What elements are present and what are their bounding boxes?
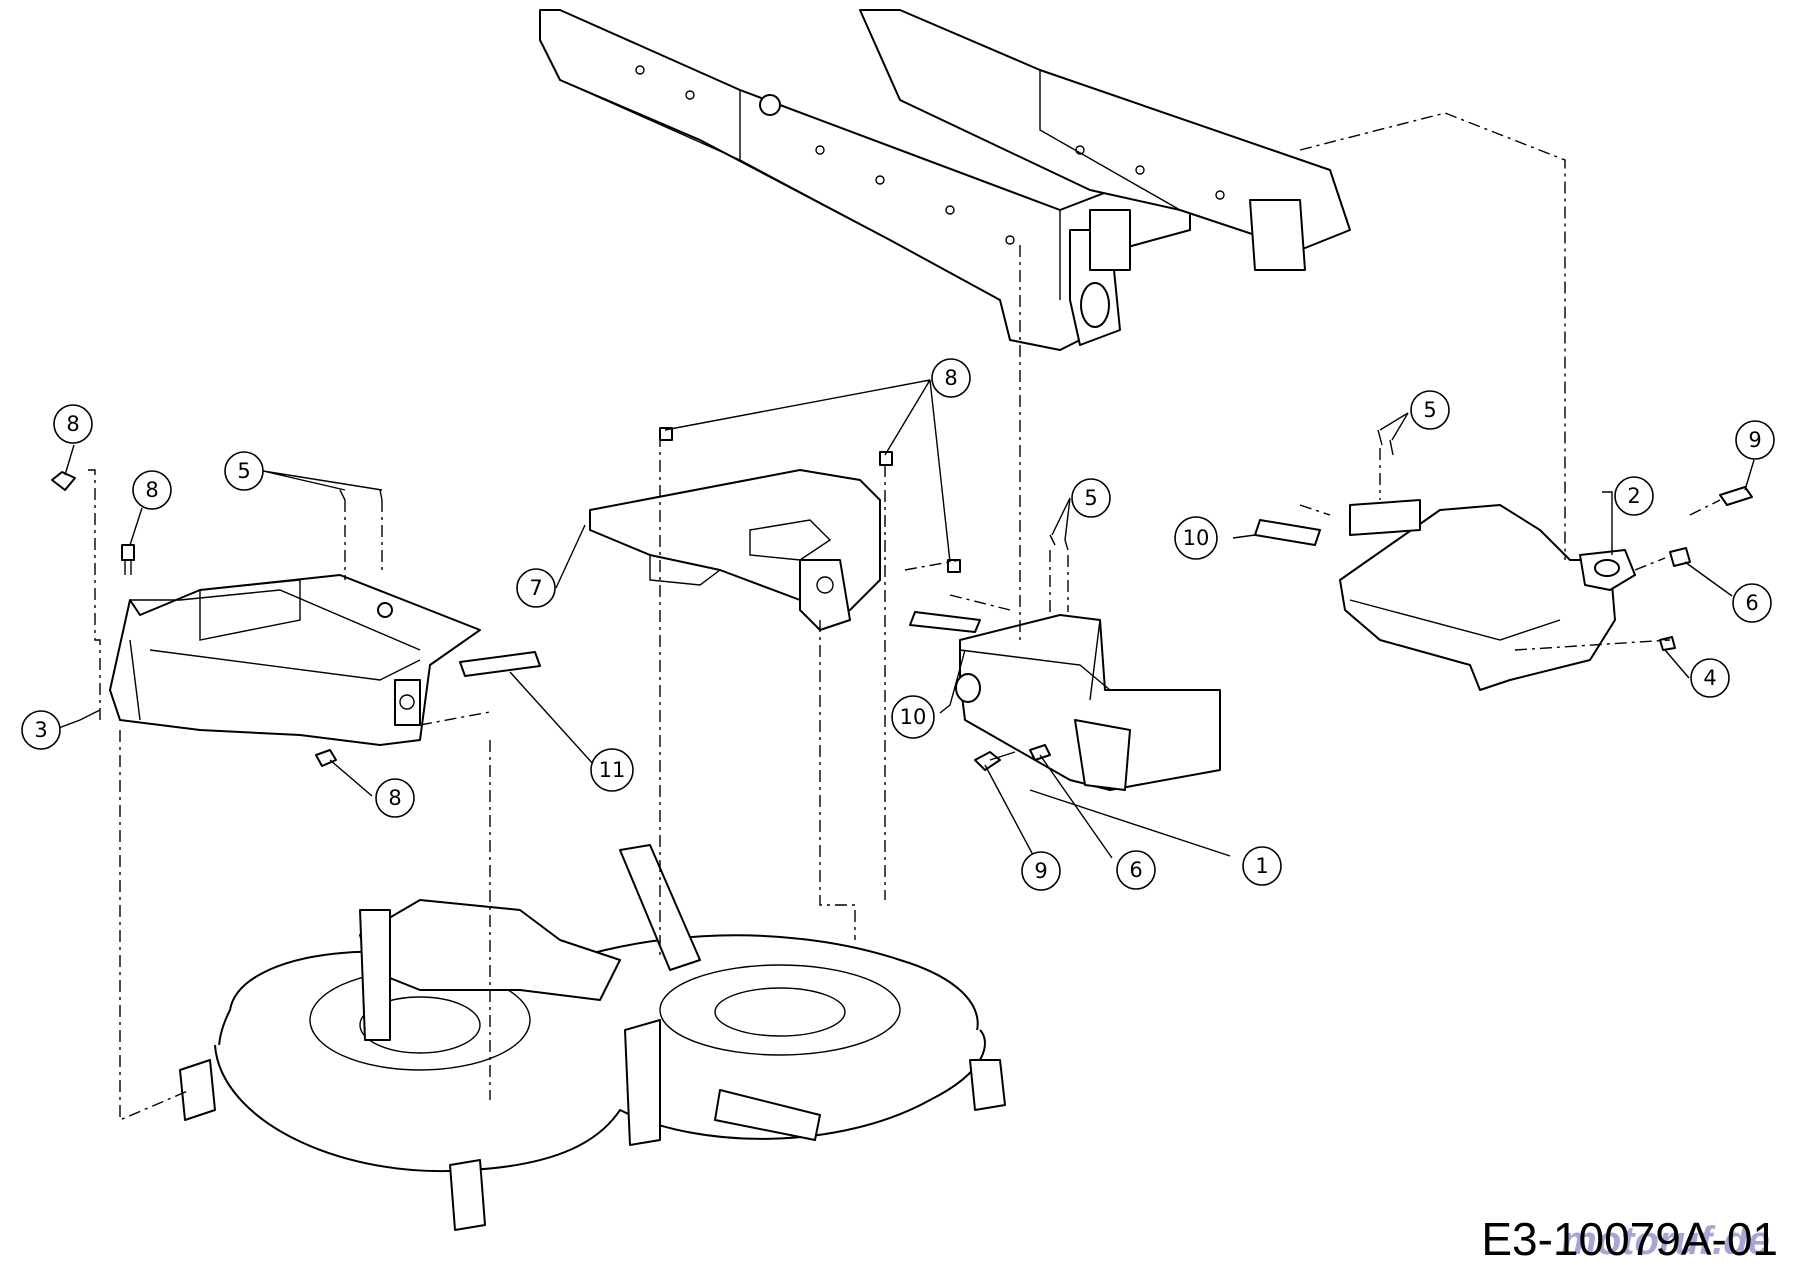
callout-5-left: 5 (224, 451, 264, 491)
callout-7: 7 (516, 568, 556, 608)
callout-6-right: 6 (1732, 583, 1772, 623)
mower-deck (179, 844, 1006, 1231)
callout-8-top: 8 (931, 358, 971, 398)
callout-4: 4 (1690, 658, 1730, 698)
callout-9-middle: 9 (1021, 851, 1061, 891)
svg-text:8: 8 (66, 412, 79, 436)
svg-text:11: 11 (599, 758, 626, 782)
svg-text:5: 5 (237, 459, 250, 483)
callout-11: 11 (590, 748, 634, 792)
svg-text:4: 4 (1703, 666, 1716, 690)
callout-5-right: 5 (1410, 390, 1450, 430)
svg-text:2: 2 (1627, 484, 1640, 508)
svg-text:9: 9 (1034, 859, 1047, 883)
callout-10-right: 10 (1174, 516, 1218, 560)
hardware-bolts (51, 427, 1753, 771)
drawing-code: E3-10079A-01 (1481, 1213, 1778, 1265)
svg-text:6: 6 (1129, 858, 1142, 882)
part-7-center-belt-guard (589, 469, 881, 631)
part-1-front-cover (909, 611, 1221, 791)
callouts: 1 2 3 4 5 5 5 6 6 7 8 8 8 8 9 9 10 10 11 (21, 358, 1775, 891)
svg-text:8: 8 (944, 366, 957, 390)
svg-text:6: 6 (1745, 591, 1758, 615)
svg-text:7: 7 (529, 576, 542, 600)
svg-text:5: 5 (1084, 486, 1097, 510)
part-2-right-belt-cover (1254, 499, 1636, 691)
watermark: motoruf.de (1561, 1219, 1770, 1263)
svg-text:3: 3 (34, 718, 47, 742)
svg-text:10: 10 (900, 705, 927, 729)
svg-text:8: 8 (145, 478, 158, 502)
callout-6-middle: 6 (1116, 850, 1156, 890)
callout-10-middle: 10 (891, 695, 935, 739)
part-3-left-belt-cover (109, 574, 541, 746)
svg-text:1: 1 (1255, 854, 1268, 878)
svg-text:5: 5 (1423, 398, 1436, 422)
callout-5-middle: 5 (1071, 478, 1111, 518)
callout-3: 3 (21, 710, 61, 750)
svg-text:10: 10 (1183, 526, 1210, 550)
assembly-lines (88, 112, 1721, 1122)
callout-8-far-left: 8 (53, 404, 93, 444)
chassis-frame (539, 9, 1351, 351)
leader-lines (55, 379, 1755, 871)
callout-1: 1 (1242, 846, 1282, 886)
svg-text:9: 9 (1748, 428, 1761, 452)
callout-9-right: 9 (1735, 420, 1775, 460)
callout-2: 2 (1614, 476, 1654, 516)
callout-8-left: 8 (132, 470, 172, 510)
callout-8-bottom-left: 8 (375, 778, 415, 818)
svg-text:8: 8 (388, 786, 401, 810)
